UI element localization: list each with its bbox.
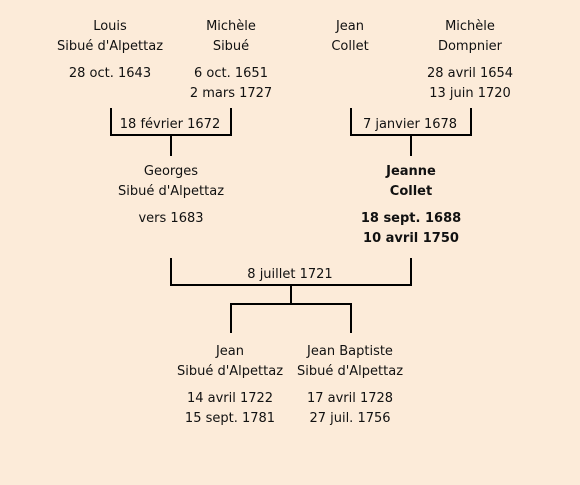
last-name: Collet bbox=[331, 39, 369, 54]
person-georges: Georges Sibué d'Alpettaz vers 1683 bbox=[96, 162, 246, 229]
birth-date: 28 oct. 1643 bbox=[68, 66, 152, 81]
first-name: Jean Baptiste bbox=[307, 344, 393, 359]
last-name: Collet bbox=[389, 184, 433, 199]
last-name: Sibué d'Alpettaz bbox=[117, 184, 225, 199]
first-name: Jeanne bbox=[386, 164, 436, 179]
last-name: Sibué bbox=[212, 39, 250, 54]
death-date: 13 juin 1720 bbox=[429, 86, 511, 101]
first-name: Jean bbox=[215, 344, 245, 359]
birth-date: 18 sept. 1688 bbox=[360, 211, 462, 226]
person-jeanne-collet: Jeanne Collet 18 sept. 1688 10 avril 175… bbox=[336, 162, 486, 249]
birth-date: 17 avril 1728 bbox=[306, 391, 394, 406]
last-name: Sibué d'Alpettaz bbox=[176, 364, 284, 379]
death-date: 27 juil. 1756 bbox=[309, 411, 391, 426]
death-date: 15 sept. 1781 bbox=[184, 411, 276, 426]
marriage-date: 7 janvier 1678 bbox=[362, 117, 458, 132]
birth-date: 6 oct. 1651 bbox=[194, 66, 268, 81]
marriage-date: 18 février 1672 bbox=[119, 117, 221, 132]
first-name: Georges bbox=[143, 164, 199, 179]
last-name: Dompnier bbox=[437, 39, 503, 54]
person-michele-sibue: Michèle Sibué 6 oct. 1651 2 mars 1727 bbox=[156, 17, 306, 104]
last-name: Sibué d'Alpettaz bbox=[56, 39, 164, 54]
death-date: 10 avril 1750 bbox=[363, 231, 459, 246]
death-date: 2 mars 1727 bbox=[189, 86, 273, 101]
person-michele-dompnier: Michèle Dompnier 28 avril 1654 13 juin 1… bbox=[395, 17, 545, 104]
person-jean-sibue: Jean Sibué d'Alpettaz 14 avril 1722 15 s… bbox=[155, 342, 305, 429]
birth-date: vers 1683 bbox=[138, 211, 204, 226]
first-name: Michèle bbox=[206, 19, 256, 34]
last-name: Sibué d'Alpettaz bbox=[296, 364, 404, 379]
person-jean-baptiste: Jean Baptiste Sibué d'Alpettaz 17 avril … bbox=[275, 342, 425, 429]
person-louis: Louis Sibué d'Alpettaz 28 oct. 1643 bbox=[35, 17, 185, 84]
first-name: Michèle bbox=[445, 19, 495, 34]
person-jean-collet: Jean Collet bbox=[275, 17, 425, 57]
first-name: Jean bbox=[335, 19, 365, 34]
marriage-date: 8 juillet 1721 bbox=[247, 267, 333, 282]
birth-date: 14 avril 1722 bbox=[186, 391, 274, 406]
birth-date: 28 avril 1654 bbox=[426, 66, 514, 81]
first-name: Louis bbox=[93, 19, 127, 34]
